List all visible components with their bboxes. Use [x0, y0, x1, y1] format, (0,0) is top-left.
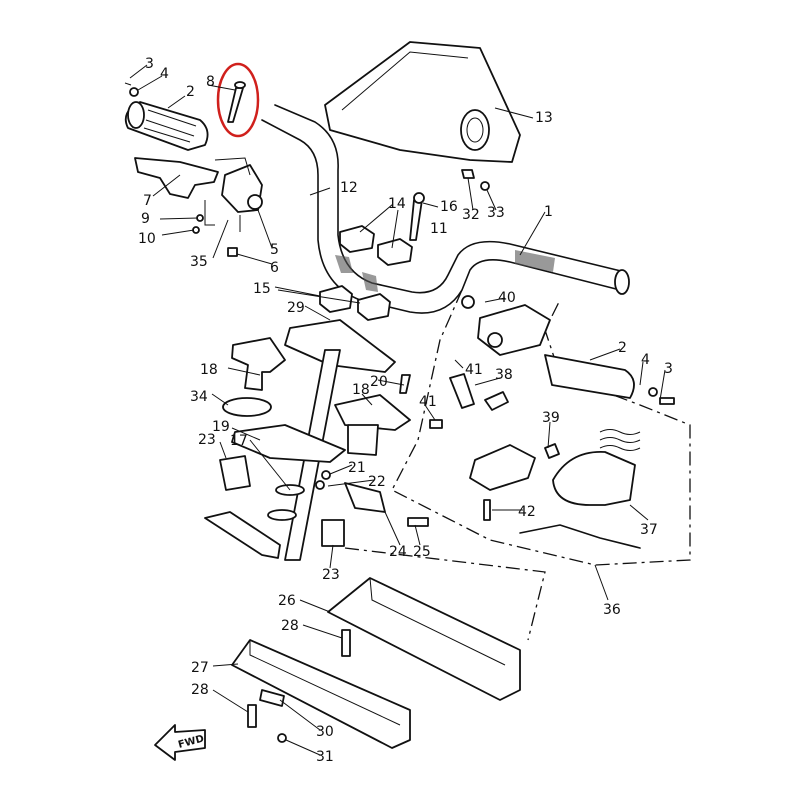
- part-label: 33: [487, 205, 505, 221]
- part-label: 18: [352, 382, 370, 398]
- part-label: 23: [198, 432, 216, 448]
- part-label: 14: [388, 196, 406, 212]
- part-label: 19: [212, 419, 230, 435]
- part-label: 3: [145, 56, 154, 72]
- left-grip: [124, 82, 209, 151]
- part-label: 37: [640, 522, 658, 538]
- part-label: 15: [253, 281, 271, 297]
- part-label: 1: [544, 204, 553, 220]
- part-label: 24: [389, 544, 407, 560]
- part-label: 28: [281, 618, 299, 634]
- part-label: 2: [186, 84, 195, 100]
- part-label: 18: [200, 362, 218, 378]
- part-label: 28: [191, 682, 209, 698]
- part-label: 5: [270, 242, 279, 258]
- part-label: 17: [230, 433, 248, 449]
- part-label: 38: [495, 367, 513, 383]
- part-label: 9: [141, 211, 150, 227]
- part-label: 3: [664, 361, 673, 377]
- switch-assembly: [391, 289, 691, 566]
- part-label: 32: [462, 207, 480, 223]
- part-label: 2: [618, 340, 627, 356]
- part-label: 23: [322, 567, 340, 583]
- part-label: 42: [518, 504, 536, 520]
- part-label: 41: [419, 394, 437, 410]
- part-label: 41: [465, 362, 483, 378]
- part-label: 10: [138, 231, 156, 247]
- part-label: 13: [535, 110, 553, 126]
- part-label: 25: [413, 544, 431, 560]
- part-label: 22: [368, 474, 386, 490]
- bottom-brackets: [231, 547, 546, 749]
- part-label: 26: [278, 593, 296, 609]
- part-label: 7: [143, 193, 152, 209]
- part-label: 21: [348, 460, 366, 476]
- part-label: 36: [603, 602, 621, 618]
- throttle-lever-assembly: [134, 157, 263, 257]
- pin-part-8: [227, 81, 246, 123]
- highlight-circle: [216, 62, 260, 138]
- windshield-cover: [324, 41, 521, 163]
- part-label: 35: [190, 254, 208, 270]
- leader-lines: [129, 64, 666, 756]
- fwd-arrow: FWD: [154, 724, 206, 761]
- part-label: 34: [190, 389, 208, 405]
- steering-column: [204, 319, 429, 561]
- part-label-highlighted: 8: [206, 74, 215, 90]
- part-label: 31: [316, 749, 334, 765]
- part-label: 4: [160, 66, 169, 82]
- part-label: 30: [316, 724, 334, 740]
- part-label: 40: [498, 290, 516, 306]
- part-label: 11: [430, 221, 448, 237]
- part-label: 29: [287, 300, 305, 316]
- part-label: 20: [370, 374, 388, 390]
- part-label: 39: [542, 410, 560, 426]
- part-labels: 3 4 2 8 13 12 7 16 14 32 33 1 9 10 11 35…: [138, 56, 673, 765]
- part-label: 6: [270, 260, 279, 276]
- part-label: 16: [440, 199, 458, 215]
- part-label: 4: [641, 352, 650, 368]
- part-label: 27: [191, 660, 209, 676]
- part-label: 12: [340, 180, 358, 196]
